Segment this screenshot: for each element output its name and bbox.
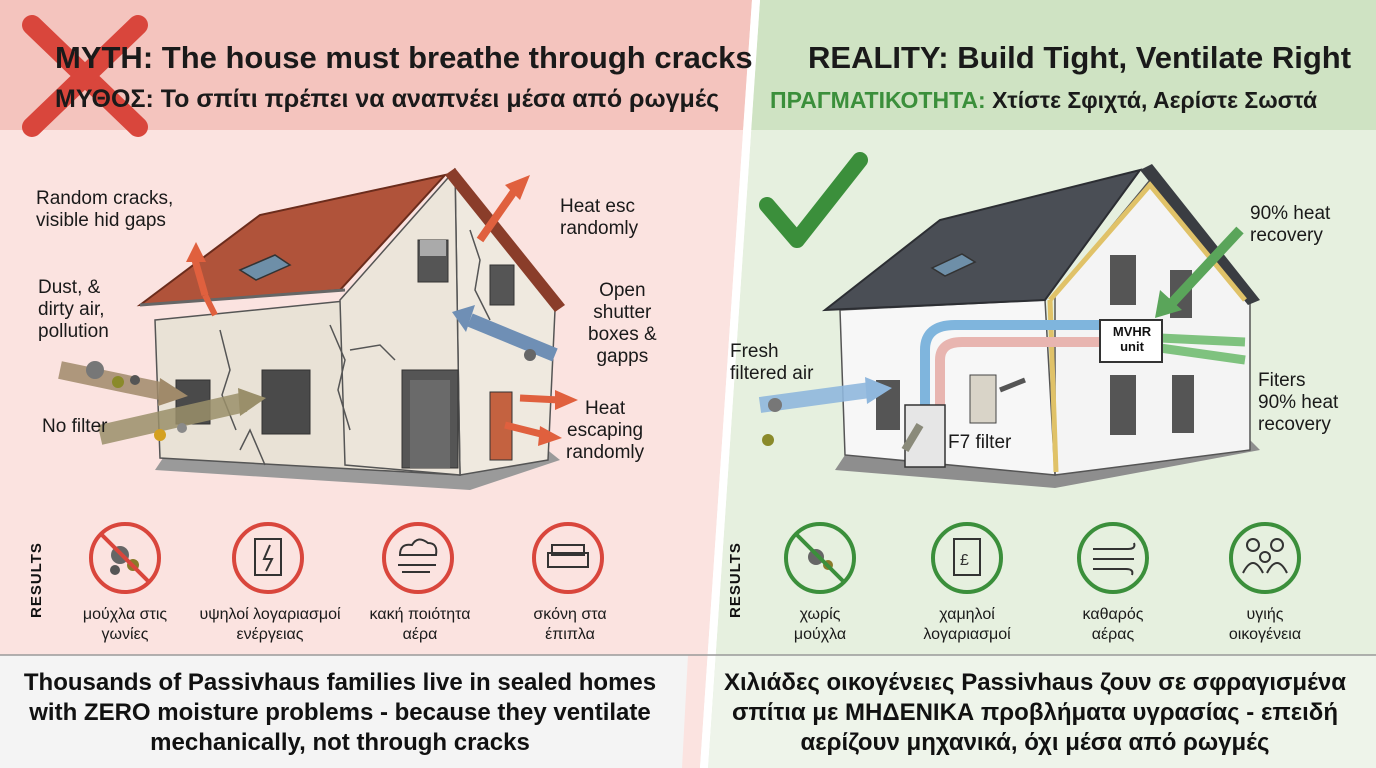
svg-text:£: £ — [960, 552, 969, 569]
myth-title-gr-rest: Το σπίτι πρέπει να αναπνέει μέσα από ρωγ… — [153, 85, 720, 113]
reality-result-1-text: χωρίς μούχλα — [793, 606, 847, 643]
leaky-house-illustration — [58, 167, 578, 490]
myth-results-icons — [89, 522, 604, 594]
label-random-cracks: Random cracks, visible hid gaps — [36, 188, 174, 231]
label-no-filter: No filter — [42, 416, 108, 437]
reality-bottom-statement: Χιλιάδες οικογένειες Passivhaus ζουν σε … — [723, 669, 1347, 756]
myth-result-2-text: υψηλοί λογαριασμοί ενέργειας — [199, 606, 341, 643]
clean-air-icon — [1077, 522, 1149, 594]
label-fiters: Fiters 90% heat recovery — [1258, 370, 1339, 435]
label-heat-top: Heat esc randomly — [560, 196, 639, 239]
bill-icon — [232, 522, 304, 594]
reality-result-2-text: χαμηλοί λογαριασμοί — [923, 606, 1011, 643]
reality-title-gr-prefix: ΠΡΑΓΜΑΤΙΚΟΤΗΤΑ: — [770, 87, 986, 113]
myth-result-1-text: μούχλα στις γωνίες — [82, 606, 168, 643]
reality-result-4-text: υγιής οικογένεια — [1228, 606, 1302, 643]
reality-results-icons: £ — [784, 522, 1301, 594]
myth-title-gr: ΜΥΘΟΣ: Το σπίτι πρέπει να αναπνέει μέσα … — [55, 85, 719, 114]
bad-air-icon — [382, 522, 454, 594]
myth-title-gr-prefix: ΜΥΘΟΣ: — [55, 85, 154, 113]
reality-title-en: REALITY: Build Tight, Ventilate Right — [808, 40, 1352, 75]
x-mark-icon — [22, 15, 148, 137]
myth-result-4-text: σκόνη στα έπιπλα — [533, 606, 607, 643]
label-f7-filter: F7 filter — [948, 432, 1012, 453]
dusty-sofa-icon — [532, 522, 604, 594]
myth-title-en: MYTH: The house must breathe through cra… — [55, 40, 753, 75]
low-bill-icon: £ — [931, 522, 1003, 594]
reality-result-3-text: καθαρός αέρας — [1082, 606, 1144, 643]
label-heat-recovery-top: 90% heat recovery — [1250, 203, 1331, 246]
label-shutter: Open shutter boxes & gapps — [588, 280, 657, 367]
label-heat-right: Heat escaping randomly — [566, 398, 645, 463]
family-icon — [1229, 522, 1301, 594]
passive-house-illustration — [758, 164, 1260, 488]
label-fresh-air: Fresh filtered air — [730, 341, 814, 384]
reality-title-gr: ΠΡΑΓΜΑΤΙΚΟΤΗΤΑ: Χτίστε Σφιχτά, Αερίστε Σ… — [770, 87, 1317, 114]
label-mvhr: MVHR unit — [1112, 324, 1152, 354]
no-mold-icon — [784, 522, 856, 594]
myth-bottom-statement: Thousands of Passivhaus families live in… — [23, 669, 657, 756]
myth-result-3-text: κακή ποιότητα αέρα — [369, 606, 471, 643]
mold-icon — [89, 522, 161, 594]
label-dust: Dust, & dirty air, pollution — [38, 277, 109, 342]
reality-title-gr-rest: Χτίστε Σφιχτά, Αερίστε Σωστά — [985, 87, 1318, 113]
check-mark-icon — [759, 152, 868, 248]
